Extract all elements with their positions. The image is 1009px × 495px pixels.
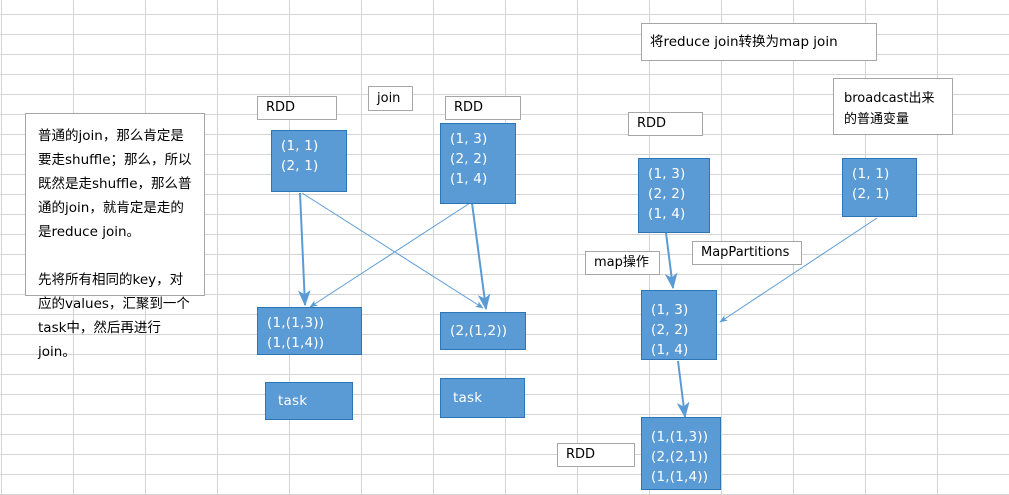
arrow-right-rdd-to-result-left <box>309 202 471 308</box>
broadcast-variable-note: broadcast出来 的普通变量 <box>833 78 953 135</box>
arrow-source-rdd-to-mapped-rdd <box>664 232 678 290</box>
mapped-rdd-box: (1, 3) (2, 2) (1, 4) <box>641 290 717 360</box>
explanation-note: 普通的join，那么肯定是要走shuffle；那么，所以既然是走shuffle，… <box>25 113 205 360</box>
arrow-left-rdd-to-result-right <box>301 192 484 309</box>
rdd-box-left: (1, 1) (2, 1) <box>271 130 347 192</box>
result-box-left: (1,(1,3)) (1,(1,4)) <box>257 307 362 355</box>
rdd-box-right: (1, 3) (2, 2) (1, 4) <box>440 123 516 204</box>
label-rdd-left: RDD <box>257 96 337 120</box>
rdd-box-map-source: (1, 3) (2, 2) (1, 4) <box>638 158 710 233</box>
label-join: join <box>368 86 413 111</box>
label-rdd-map-source: RDD <box>628 112 703 136</box>
result-box-right: (2,(1,2)) <box>440 312 526 350</box>
title-note: 将reduce join转换为map join <box>641 23 877 61</box>
broadcast-variable-box: (1, 1) (2, 1) <box>842 158 917 217</box>
label-rdd-result: RDD <box>557 443 635 467</box>
arrow-mapped-rdd-to-result-rdd <box>676 360 690 419</box>
arrow-right-rdd-to-result-right <box>471 202 491 311</box>
task-box-left: task <box>265 382 353 420</box>
label-rdd-right: RDD <box>445 96 521 120</box>
result-rdd-box: (1,(1,3)) (2,(2,1)) (1,(1,4)) <box>641 417 721 490</box>
arrow-left-rdd-to-result-left <box>297 192 311 307</box>
task-box-right: task <box>440 378 525 418</box>
label-map-operation: map操作 <box>585 251 660 275</box>
arrow-broadcast-var-to-mapped-rdd <box>719 217 878 323</box>
label-map-partitions: MapPartitions <box>692 241 802 265</box>
